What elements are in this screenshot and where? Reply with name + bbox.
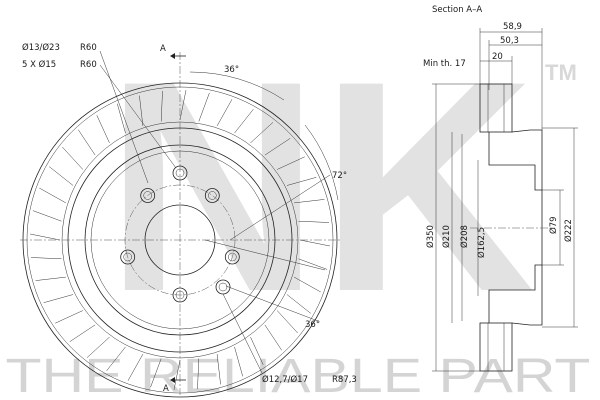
section-view: Section A–A Min th. 17 58,9 50,3 20 Ø350… [423,5,578,372]
centre-bore [144,204,216,276]
cooling-vane [62,146,84,170]
front-view: A A Ø13/Ø23 5 X Ø15 R60 R60 36° 72° 36° … [20,42,357,398]
min-thickness-label: Min th. 17 [423,59,466,69]
cooling-vane [127,353,144,381]
cooling-vane [286,177,317,186]
section-title: Section A–A [432,5,482,15]
cooling-vane [86,336,110,358]
cooling-vane [30,233,61,241]
friction-ring-top [479,83,513,133]
leader-angle-72 [229,174,331,241]
watermark-trademark: TM [545,60,577,85]
bolt-hole [204,188,220,203]
dia-centre-bore: Ø79 [548,216,559,234]
dia-outer: Ø350 [425,225,436,248]
dia-hat: Ø208 [459,225,470,248]
cooling-vane [294,199,325,204]
leader-pitch-radius [204,239,326,271]
cooling-vane [250,336,264,365]
cooling-vane [299,239,330,247]
section-marker-bottom: A [163,384,169,394]
callout-radius-2: R60 [80,60,97,70]
cooling-vane [298,258,328,270]
width-total: 58,9 [503,22,522,32]
cooling-vane [216,99,233,127]
cooling-vane [298,220,330,223]
cooling-vane [160,90,163,122]
cooling-vane [117,103,126,134]
dia-hub: Ø222 [563,219,574,242]
cooling-vane [216,354,221,385]
cooling-vane [173,359,181,390]
width-hub: 50,3 [500,36,519,46]
cooling-vane [250,122,274,144]
cooling-vane [35,276,66,281]
cooling-vane [234,346,243,377]
bolt-hole-inner [208,191,217,200]
cooling-vane [96,115,110,144]
cooling-vane [32,210,62,222]
cooling-vane [276,310,298,334]
cooling-vane [30,257,62,260]
width-ring: 20 [492,52,503,62]
callout-angle-top: 36° [224,65,239,75]
locating-hole-lower-inner [218,282,228,292]
callout-angle-bottom: 36° [305,320,320,330]
cooling-vane [39,187,67,204]
bolt-hole-inner [228,252,237,262]
bolt-hole [140,188,156,203]
cooling-vane [78,129,96,156]
hat-profile [488,132,543,323]
cooling-vane [139,95,144,126]
bolt-hole [120,249,136,265]
friction-ring-bottom [479,322,513,372]
callout-locating-hole: Ø12,7/Ø17 [262,374,308,385]
angle-arc-top [189,71,285,101]
leader-r60-1 [99,50,149,184]
dia-bore-outer: Ø162,5 [476,227,487,258]
cooling-vane [49,166,74,186]
dia-ring: Ø210 [441,225,452,248]
leader-angle-36-bottom [225,285,319,322]
cooling-vane [198,92,210,122]
leader-r60-2 [99,64,177,169]
watermark: NK TM THE RELIABLE PART [6,18,591,400]
leader-locating-hole [222,293,263,374]
cooling-vane [179,90,187,121]
section-marker-top-arrow [170,53,175,59]
cooling-vane [55,310,84,324]
cooling-vane [286,294,311,314]
cooling-vane [293,276,321,293]
cooling-vane [264,324,282,351]
hat-inner-profile [511,129,543,326]
cooling-vane [106,346,126,371]
callout-radius-1: R60 [80,43,97,53]
cooling-vane [43,294,74,303]
watermark-logo: NK [105,18,535,354]
cooling-vane [264,138,291,156]
cooling-vane [234,109,254,134]
callout-angle-right: 72° [332,171,347,181]
cooling-vane [276,156,305,170]
angle-arc-right [304,124,339,201]
watermark-slogan: THE RELIABLE PART [6,350,591,400]
section-marker-top: A [160,44,166,54]
cooling-vane [150,358,162,388]
bolt-hole [224,249,240,265]
callout-pitch-radius: R87,3 [332,375,357,385]
section-marker-bottom-arrow [170,377,175,383]
cooling-vanes [30,90,330,390]
callout-bolt-count: 5 X Ø15 [22,59,56,70]
bolt-hole-inner [123,252,132,262]
bolt-hole-inner [143,191,152,200]
cooling-vane [197,358,200,390]
cooling-vane [69,324,96,342]
callout-bolt-hole: Ø13/Ø23 [22,42,60,53]
